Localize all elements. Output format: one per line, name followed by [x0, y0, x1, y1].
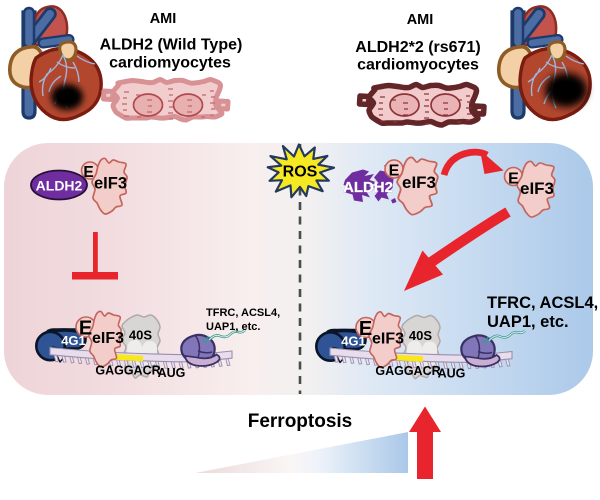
svg-text:E: E [389, 163, 400, 180]
svg-text:ALDH2: ALDH2 [36, 178, 83, 194]
svg-text:E: E [508, 171, 519, 188]
svg-text:eIF3: eIF3 [94, 175, 127, 193]
svg-text:AMI: AMI [407, 12, 434, 28]
svg-text:Ferroptosis: Ferroptosis [248, 411, 353, 432]
svg-text:UAP1, etc.: UAP1, etc. [206, 321, 260, 333]
svg-text:AMI: AMI [150, 11, 177, 27]
svg-text:ROS: ROS [283, 164, 318, 181]
svg-text:UAP1, etc.: UAP1, etc. [487, 313, 569, 331]
svg-text:ALDH2 (Wild Type): ALDH2 (Wild Type) [100, 37, 243, 54]
svg-text:eIF3: eIF3 [520, 179, 554, 198]
svg-text:E: E [83, 164, 93, 181]
svg-text:ALDH2: ALDH2 [343, 179, 393, 196]
svg-text:eIF3: eIF3 [402, 173, 436, 192]
svg-text:TFRC, ACSL4,: TFRC, ACSL4, [487, 294, 598, 312]
svg-text:cardiomyocytes: cardiomyocytes [109, 55, 231, 72]
svg-text:ALDH2*2 (rs671): ALDH2*2 (rs671) [355, 39, 480, 56]
svg-text:TFRC, ACSL4,: TFRC, ACSL4, [206, 307, 280, 319]
svg-text:cardiomyocytes: cardiomyocytes [357, 57, 479, 74]
